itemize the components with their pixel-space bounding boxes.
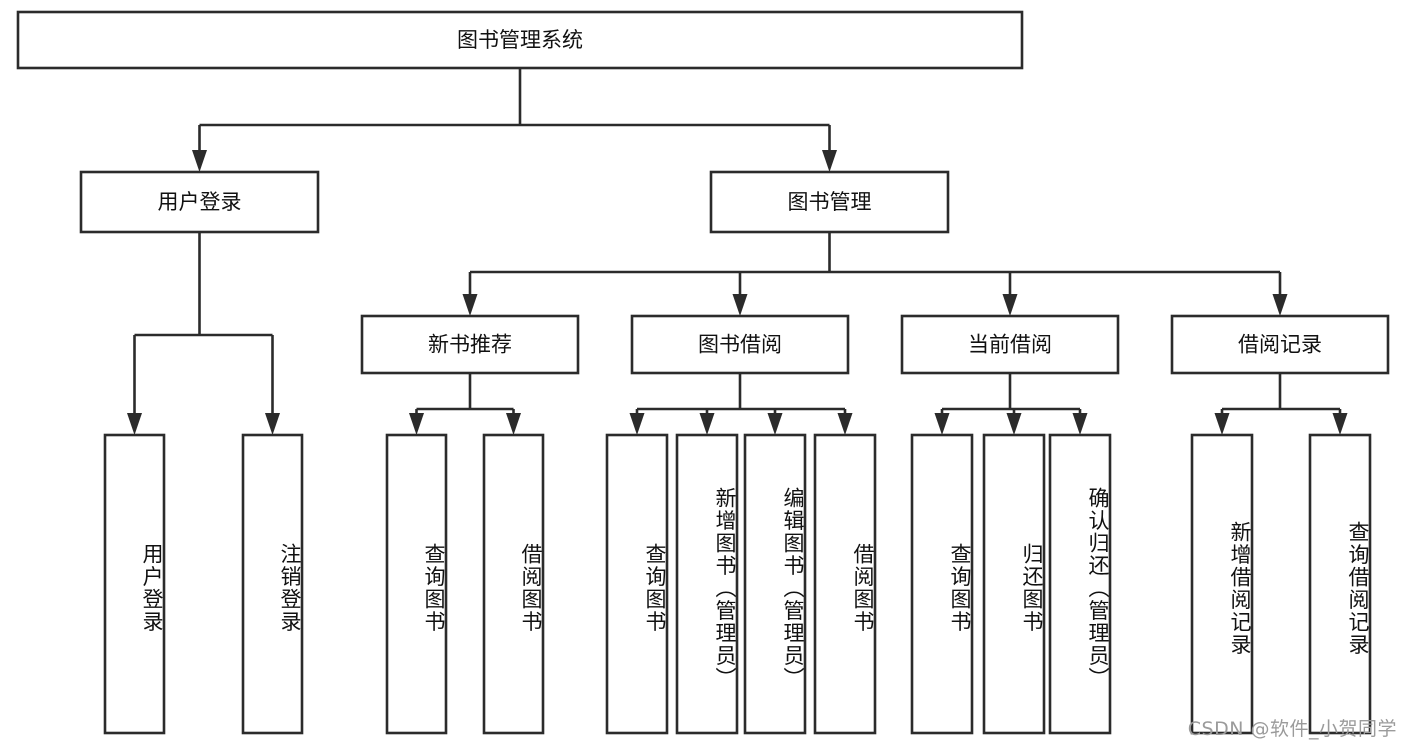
node-box-book-borrow[interactable]: [630, 314, 850, 375]
arrow-head: [629, 413, 645, 435]
node-box-leaf-rec-query-record[interactable]: [1308, 433, 1372, 735]
node-boxes: [16, 10, 1390, 735]
arrow-head: [767, 413, 783, 435]
watermark-text: CSDN @软件_小贺同学: [1187, 718, 1397, 740]
node-box-leaf-rec-borrow-book[interactable]: [482, 433, 545, 735]
arrow-head: [409, 413, 424, 435]
node-box-current-borrow[interactable]: [900, 314, 1120, 375]
node-box-leaf-borrow-edit-book[interactable]: [743, 433, 807, 735]
node-label-book-borrow: 图书借阅: [698, 333, 782, 357]
node-box-leaf-rec-query-book[interactable]: [385, 433, 448, 735]
connector-lines: [127, 68, 1348, 435]
arrow-head: [934, 413, 950, 435]
node-box-new-book-rec[interactable]: [360, 314, 580, 375]
arrow-head: [732, 294, 748, 316]
node-box-leaf-rec-add-record[interactable]: [1190, 433, 1254, 735]
node-box-root[interactable]: [16, 10, 1024, 70]
arrow-head: [506, 413, 521, 435]
node-label-user-login: 用户登录: [158, 190, 242, 214]
node-label-root: 图书管理系统: [457, 28, 583, 52]
node-box-leaf-cur-return-book[interactable]: [982, 433, 1046, 735]
arrow-head: [1214, 413, 1230, 435]
arrow-head: [837, 413, 853, 435]
node-box-leaf-cur-confirm-return[interactable]: [1048, 433, 1112, 735]
node-box-leaf-borrow-query-book[interactable]: [605, 433, 669, 735]
arrow-head: [127, 413, 142, 435]
arrow-head: [462, 294, 478, 316]
node-box-user-login[interactable]: [79, 170, 320, 234]
node-box-borrow-record[interactable]: [1170, 314, 1390, 375]
arrow-head: [1272, 294, 1288, 316]
arrow-head: [192, 150, 207, 172]
node-box-book-manage[interactable]: [709, 170, 950, 234]
arrow-head: [265, 413, 280, 435]
arrow-head: [1002, 294, 1018, 316]
node-box-leaf-cur-query-book[interactable]: [910, 433, 974, 735]
node-box-leaf-borrow-add-book[interactable]: [675, 433, 739, 735]
node-label-new-book-rec: 新书推荐: [428, 333, 512, 357]
node-box-leaf-user-login[interactable]: [103, 433, 166, 735]
node-box-leaf-user-logout[interactable]: [241, 433, 304, 735]
arrow-head: [1006, 413, 1022, 435]
arrow-head: [822, 150, 837, 172]
node-label-borrow-record: 借阅记录: [1238, 333, 1322, 357]
node-label-current-borrow: 当前借阅: [968, 333, 1052, 357]
arrow-head: [699, 413, 715, 435]
arrow-head: [1072, 413, 1088, 435]
node-label-book-manage: 图书管理: [788, 190, 872, 214]
arrow-head: [1332, 413, 1348, 435]
node-box-leaf-borrow-borrow-book[interactable]: [813, 433, 877, 735]
